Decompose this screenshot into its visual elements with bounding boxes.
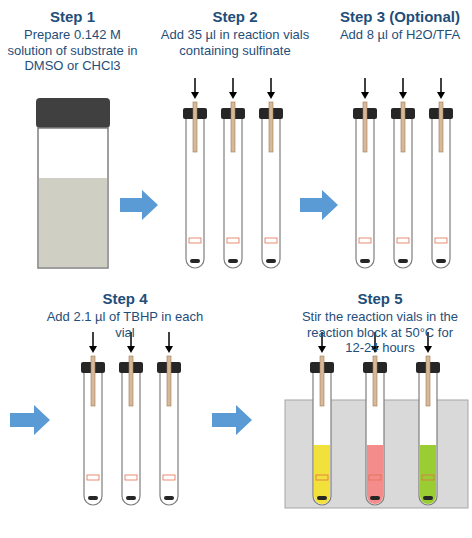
tube-part [398,259,408,263]
tube-part [401,102,405,152]
tube-part [397,238,409,243]
tube-part [163,475,175,480]
tube-part [164,496,174,500]
tube-part [424,346,432,353]
tube-part [87,475,99,480]
tube-part [360,259,370,263]
tube-part [227,238,239,243]
reaction-vial [363,332,387,505]
tube-part [265,238,277,243]
tube-part [320,356,324,406]
reaction-vial [429,78,453,268]
tube-part [373,356,377,406]
reaction-vial [157,332,181,505]
tube-part [228,259,238,263]
tube-part [189,238,201,243]
step-heading: Step 5 [300,290,460,308]
tube-part [88,496,98,500]
reaction-vial [81,332,105,505]
tube-part [317,496,327,500]
tube-part [440,78,442,94]
tube-part [194,78,196,94]
tube-part [191,92,199,99]
tube-part [190,259,200,263]
reaction-vial [259,78,283,268]
tube-part [125,475,137,480]
tube-part [367,445,383,504]
tube-part [436,259,446,263]
stock-vial [36,98,110,268]
tube-part [270,78,272,94]
tube-part [89,346,97,353]
step-instruction: Stir the reaction vials in the reaction … [300,309,460,356]
tube-part [369,475,381,480]
tube-part [91,356,95,406]
reaction-vial [119,332,143,505]
tube-part [229,92,237,99]
tube-part [420,445,436,504]
step-heading: Step 3 (Optional) [328,8,472,26]
tube-part [423,496,433,500]
reaction-vial [221,78,245,268]
step-heading: Step 2 [160,8,310,26]
step-instruction: Prepare 0.142 M solution of substrate in… [0,27,145,74]
step-heading: Step 1 [0,8,145,26]
tube-part [435,238,447,243]
tube-part [267,92,275,99]
tube-part [437,92,445,99]
tube-part [359,238,371,243]
tube-part [361,92,369,99]
reaction-vial [183,78,207,268]
reaction-vial [416,332,440,505]
tube-part [370,496,380,500]
tube-part [402,78,404,94]
reaction-vial [391,78,415,268]
tube-part [193,102,197,152]
step-instruction: Add 2.1 µl of TBHP in each vial [45,309,205,340]
tube-part [232,78,234,94]
reaction-vial [310,332,334,505]
tube-part [426,356,430,406]
tube-part [363,102,367,152]
tube-part [318,346,326,353]
tube-part [439,102,443,152]
tube-part [167,356,171,406]
tube-part [165,346,173,353]
tube-part [314,445,330,504]
tube-part [231,102,235,152]
tube-part [364,78,366,94]
tube-part [168,332,170,348]
step-instruction: Add 35 µl in reaction vials containing s… [160,27,310,58]
tube-part [92,332,94,348]
tube-part [316,475,328,480]
reaction-vial [353,78,377,268]
tube-part [422,475,434,480]
step-instruction: Add 8 µl of H2O/TFA [328,27,472,43]
tube-part [127,346,135,353]
tube-part [399,92,407,99]
tube-part [129,356,133,406]
tube-part [126,496,136,500]
tube-part [269,102,273,152]
step-heading: Step 4 [45,290,205,308]
tube-part [266,259,276,263]
